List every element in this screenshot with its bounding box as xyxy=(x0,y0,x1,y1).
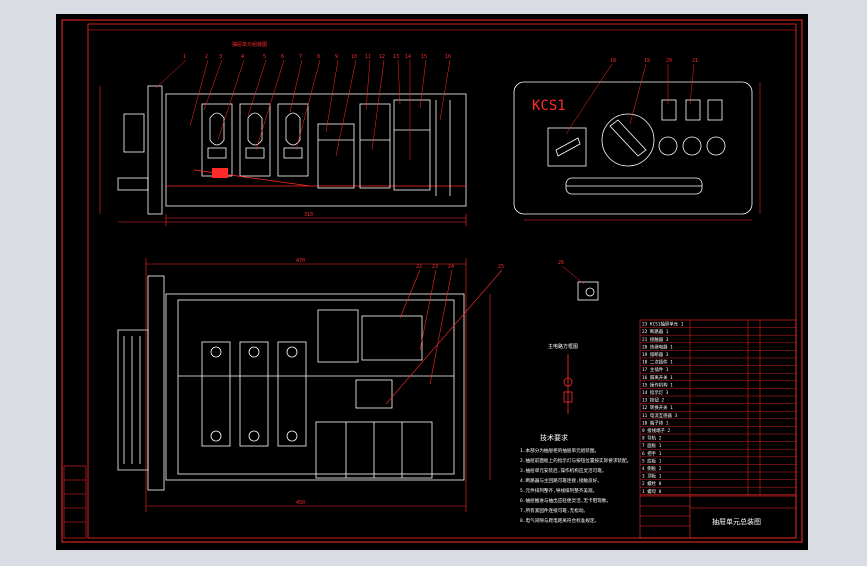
svg-text:3: 3 xyxy=(219,54,222,60)
side-view-leaders xyxy=(155,59,451,160)
dim-plan-bottom: 450 xyxy=(296,500,305,506)
bom-row: 9 接线端子 2 xyxy=(642,427,670,434)
title-block-name: 抽屉单元总装图 xyxy=(712,517,761,526)
svg-text:4: 4 xyxy=(241,54,244,60)
tech-notes: 1.本部分为抽屉柜的抽屉单元组装图。 2.抽屉前面板上的指示灯与按钮位置按实际要… xyxy=(520,447,631,524)
plan-view-dimensions xyxy=(145,258,503,512)
bom-row: 8 导轨 2 xyxy=(642,435,662,442)
svg-text:7.所有紧固件连接可靠,无松动。: 7.所有紧固件连接可靠,无松动。 xyxy=(520,507,588,514)
svg-text:8.电气间隙与爬电距离符合标准规定。: 8.电气间隙与爬电距离符合标准规定。 xyxy=(520,517,599,524)
side-view-dimensions xyxy=(99,86,467,226)
svg-text:6.抽屉推进与抽出应轻便灵活,无卡阻现象。: 6.抽屉推进与抽出应轻便灵活,无卡阻现象。 xyxy=(520,497,611,504)
bom-row: 20 热继电器 1 xyxy=(642,343,673,350)
bom-row: 17 主插件 1 xyxy=(642,366,669,373)
bom-row: 16 隔离开关 1 xyxy=(642,374,673,381)
svg-text:25: 25 xyxy=(498,264,504,270)
panel-callouts: 18 19 20 21 xyxy=(610,58,698,64)
plan-callouts: 22 23 24 25 xyxy=(416,264,504,270)
svg-text:11: 11 xyxy=(365,54,371,60)
bom-row: 15 操作机构 1 xyxy=(642,381,673,388)
svg-text:6: 6 xyxy=(281,54,284,60)
bom-row: 19 熔断器 3 xyxy=(642,351,669,358)
svg-text:15: 15 xyxy=(421,54,427,60)
title-block xyxy=(639,495,797,539)
bom-row: 4 侧板 2 xyxy=(642,465,662,472)
outer-frame xyxy=(61,19,803,543)
bom-row: 3 顶板 1 xyxy=(642,473,662,480)
bom-row: 14 指示灯 3 xyxy=(642,389,669,396)
bom-row: 11 电流互感器 3 xyxy=(642,412,678,419)
tech-requirements-title: 技术要求 xyxy=(540,433,568,442)
top-note: 抽屉单元组装图 xyxy=(232,41,267,48)
svg-text:1.本部分为抽屉柜的抽屉单元组装图。: 1.本部分为抽屉柜的抽屉单元组装图。 xyxy=(520,447,599,454)
bom-row: 21 接触器 3 xyxy=(642,336,669,343)
svg-text:7: 7 xyxy=(299,54,302,60)
svg-text:20: 20 xyxy=(666,58,672,64)
bom-row: 1 螺母 8 xyxy=(642,488,662,495)
bom-row: 12 转换开关 1 xyxy=(642,404,673,411)
svg-text:22: 22 xyxy=(416,264,422,270)
inner-frame xyxy=(87,23,797,539)
svg-text:5.元件排列整齐,导线排列整齐美观。: 5.元件排列整齐,导线排列整齐美观。 xyxy=(520,487,597,494)
svg-text:8: 8 xyxy=(317,54,320,60)
svg-text:12: 12 xyxy=(379,54,385,60)
svg-text:21: 21 xyxy=(692,58,698,64)
bom-row: 10 端子排 1 xyxy=(642,419,669,426)
svg-text:23: 23 xyxy=(432,264,438,270)
svg-text:24: 24 xyxy=(448,264,454,270)
bom-row: 18 二次插件 1 xyxy=(642,359,673,366)
plan-view xyxy=(117,275,465,491)
detail-part xyxy=(577,281,599,301)
front-panel xyxy=(513,81,753,215)
svg-text:16: 16 xyxy=(445,54,451,60)
bom-row: 22 断路器 1 xyxy=(642,328,669,335)
schematic-title: 主电路方框图 xyxy=(548,343,578,350)
svg-text:18: 18 xyxy=(610,58,616,64)
svg-text:3.抽屉单元安装后,操作机构应灵活可靠。: 3.抽屉单元安装后,操作机构应灵活可靠。 xyxy=(520,467,606,474)
svg-text:2: 2 xyxy=(205,54,208,60)
svg-text:1: 1 xyxy=(183,54,186,60)
bill-of-materials: 23 KCS1抽屉单元 122 断路器 121 接触器 320 热继电器 119… xyxy=(639,319,797,496)
side-view xyxy=(117,85,467,215)
panel-label-kcs1: KCS1 xyxy=(532,98,566,114)
bom-row: 6 把手 1 xyxy=(642,450,662,457)
bom-row: 23 KCS1抽屉单元 1 xyxy=(642,321,684,328)
svg-text:5: 5 xyxy=(263,54,266,60)
detail-callout: 26 xyxy=(558,260,564,266)
svg-text:19: 19 xyxy=(644,58,650,64)
svg-text:9: 9 xyxy=(335,54,338,60)
bom-row: 2 螺栓 8 xyxy=(642,480,662,487)
bom-row: 5 底板 1 xyxy=(642,457,662,464)
svg-text:14: 14 xyxy=(405,54,411,60)
svg-text:10: 10 xyxy=(351,54,357,60)
main-circuit-schematic xyxy=(563,354,573,414)
bom-row: 13 按钮 2 xyxy=(642,397,664,404)
bom-row: 7 面板 1 xyxy=(642,442,662,449)
svg-text:4.断路器与主回路可靠连接,接触良好。: 4.断路器与主回路可靠连接,接触良好。 xyxy=(520,477,602,484)
panel-leaders xyxy=(524,63,761,221)
side-view-callouts: 1 2 3 4 5 6 7 8 9 10 11 12 13 14 15 16 xyxy=(183,54,451,60)
dim-side-width: 310 xyxy=(304,212,313,218)
svg-text:13: 13 xyxy=(393,54,399,60)
dim-plan-width: 470 xyxy=(296,258,305,264)
svg-text:2.抽屉前面板上的指示灯与按钮位置按实际要求装配。: 2.抽屉前面板上的指示灯与按钮位置按实际要求装配。 xyxy=(520,457,631,464)
margin-stamps xyxy=(63,465,87,539)
